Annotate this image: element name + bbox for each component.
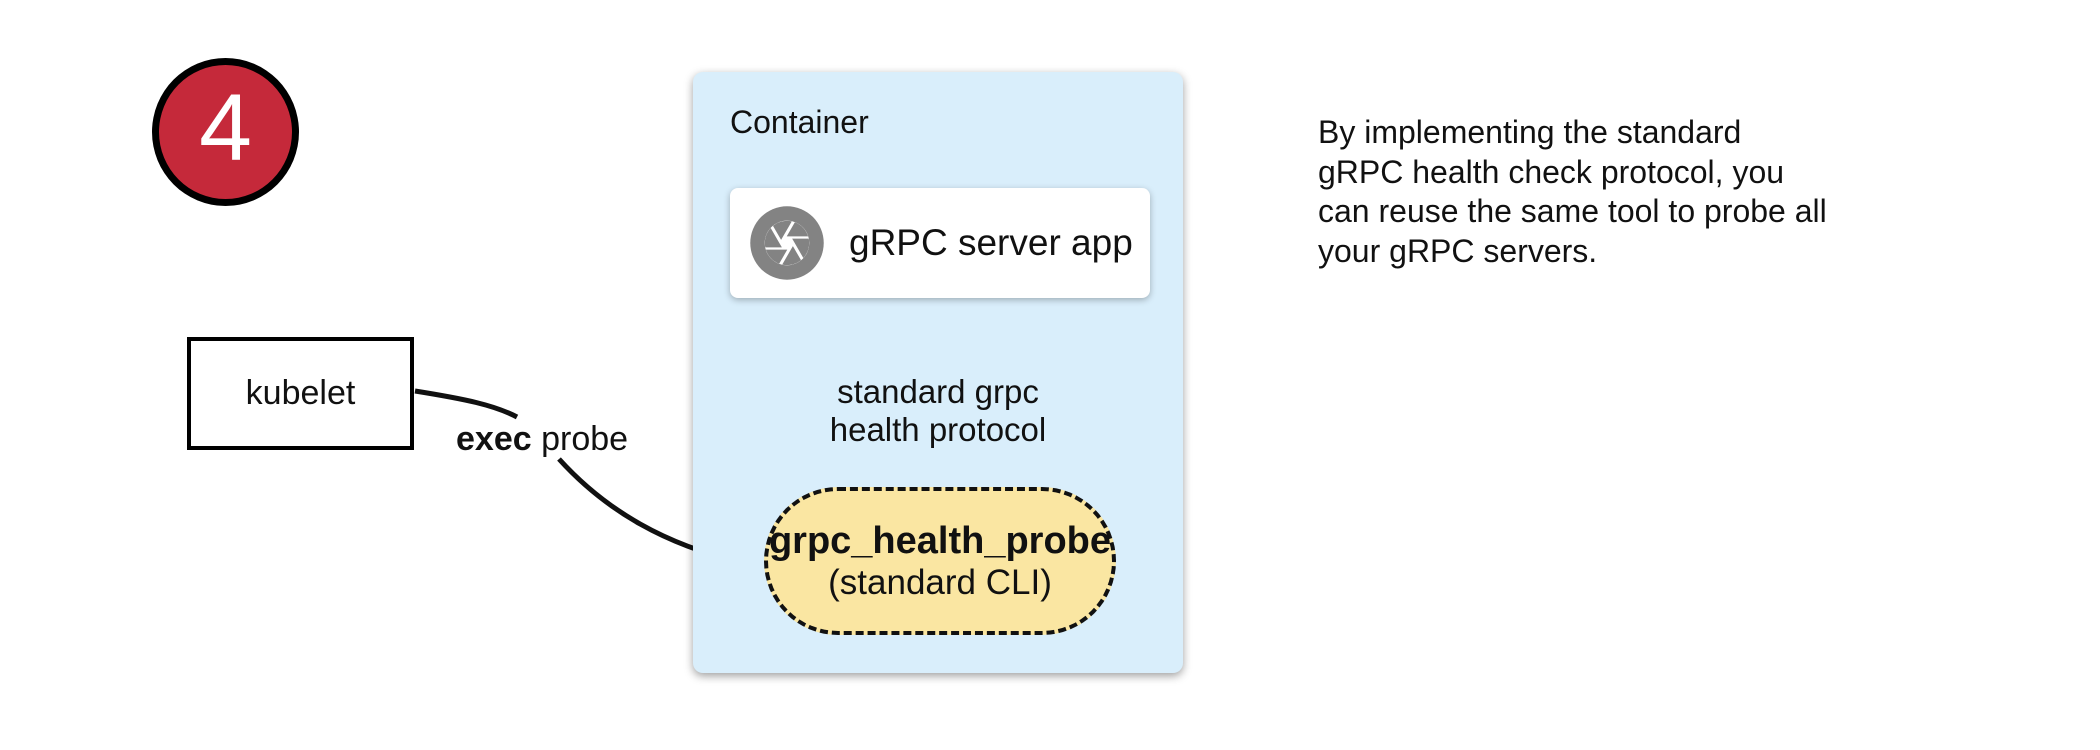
exec-probe-arrow-segment-1 xyxy=(414,388,519,420)
grpc-server-app-box: gRPC server app xyxy=(730,188,1150,298)
aperture-icon xyxy=(750,206,824,280)
step-number: 4 xyxy=(199,74,252,181)
grpc-health-probe-title: grpc_health_probe xyxy=(768,520,1112,562)
kubelet-label: kubelet xyxy=(245,374,356,412)
step-badge: 4 xyxy=(152,58,299,206)
note-text: By implementing the standard gRPC health… xyxy=(1318,114,1827,269)
protocol-label: standard grpc health protocol xyxy=(829,373,1047,448)
exec-probe-label-bold: exec xyxy=(456,420,532,458)
exec-probe-label-rest: probe xyxy=(531,420,629,458)
grpc-server-app-label: gRPC server app xyxy=(849,222,1133,263)
exec-probe-label: exec probe xyxy=(456,420,628,459)
kubelet-box: kubelet xyxy=(187,337,414,450)
grpc-health-probe-box: grpc_health_probe (standard CLI) xyxy=(764,487,1116,635)
grpc-health-probe-subtitle: (standard CLI) xyxy=(828,563,1052,602)
container-box: Container gRPC server app grpc_health_pr… xyxy=(693,72,1183,673)
container-title: Container xyxy=(730,104,869,140)
